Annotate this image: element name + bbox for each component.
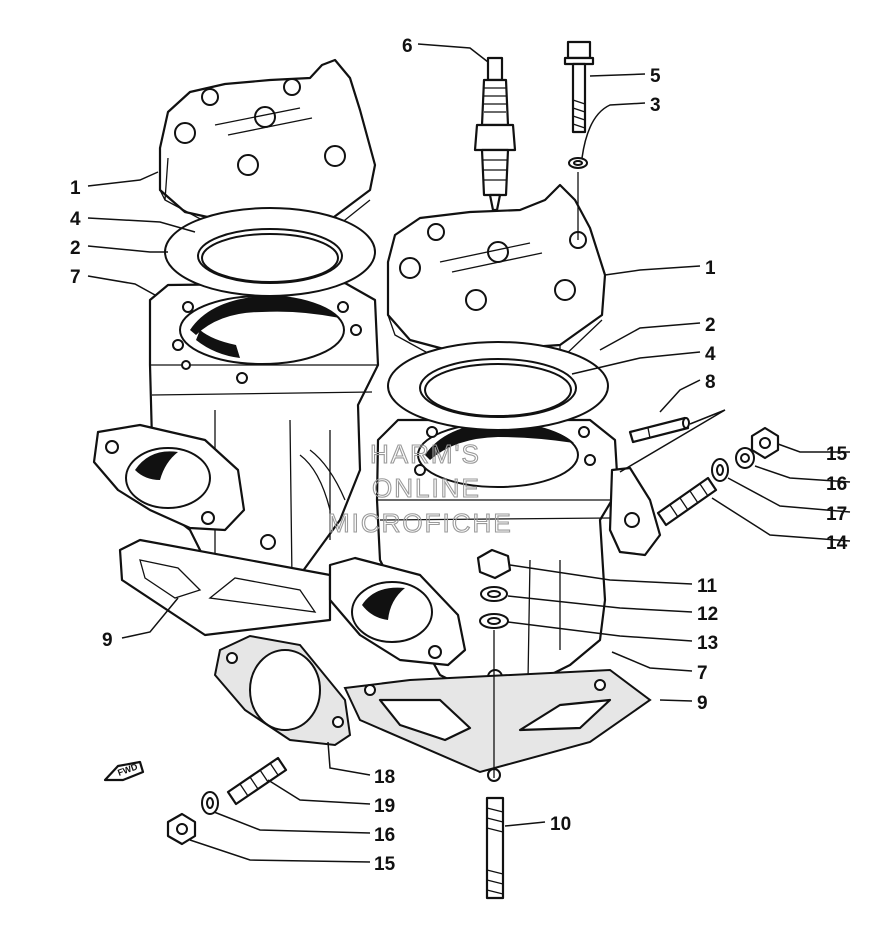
watermark-line-1: HARM'S: [370, 439, 481, 469]
exhaust-gasket: [213, 634, 352, 747]
right-cylinder-head: [386, 183, 607, 369]
base-stud: [485, 796, 505, 900]
right-head-gaskets: [387, 341, 609, 431]
callout-5: 5: [650, 66, 661, 87]
callout-2-right: 2: [705, 315, 716, 336]
exhaust-stud-right: [656, 426, 780, 527]
callout-8: 8: [705, 372, 716, 393]
callout-14: 14: [826, 533, 848, 554]
callout-16-left: 16: [374, 825, 395, 846]
callout-12: 12: [697, 604, 718, 625]
callout-15-left: 15: [374, 854, 396, 875]
base-nut-stack: [476, 548, 512, 778]
left-cylinder-block: [92, 281, 380, 587]
callout-7-left: 7: [70, 267, 81, 288]
leader-lines: [87, 43, 851, 863]
callout-15-right: 15: [826, 444, 848, 465]
callout-1-right: 1: [705, 258, 716, 279]
head-bolt: [563, 40, 595, 240]
callout-1-left: 1: [70, 178, 81, 199]
callout-11: 11: [697, 576, 718, 597]
callout-6: 6: [402, 36, 413, 57]
callout-17: 17: [826, 504, 847, 525]
callout-9-left: 9: [102, 630, 113, 651]
spark-plug: [473, 56, 517, 212]
callout-2-left: 2: [70, 238, 81, 259]
left-head-gaskets: [164, 207, 376, 297]
callout-16-right: 16: [826, 474, 847, 495]
callout-10: 10: [550, 814, 571, 835]
callout-4-right: 4: [705, 344, 716, 365]
left-base-gasket: [118, 538, 332, 637]
callout-13: 13: [697, 633, 718, 654]
callout-3: 3: [650, 95, 661, 116]
right-base-gasket: [343, 668, 652, 782]
watermark: HARM'S ONLINE MICROFICHE: [327, 438, 513, 538]
fwd-arrow-icon: FWD: [103, 760, 145, 782]
callout-4-left: 4: [70, 209, 81, 230]
callout-18: 18: [374, 767, 395, 788]
watermark-line-2: ONLINE: [372, 473, 481, 503]
watermark-line-3: MICROFICHE: [328, 508, 513, 538]
callout-labels: 1 4 2 7 6 5 3 1 2 4 8 15 16 17 14 11 12 …: [70, 36, 848, 875]
callout-9-right: 9: [697, 693, 708, 714]
callout-7-right: 7: [697, 663, 708, 684]
exhaust-stud-left: [166, 756, 288, 846]
callout-19: 19: [374, 796, 395, 817]
dowel-pin: [628, 416, 690, 444]
